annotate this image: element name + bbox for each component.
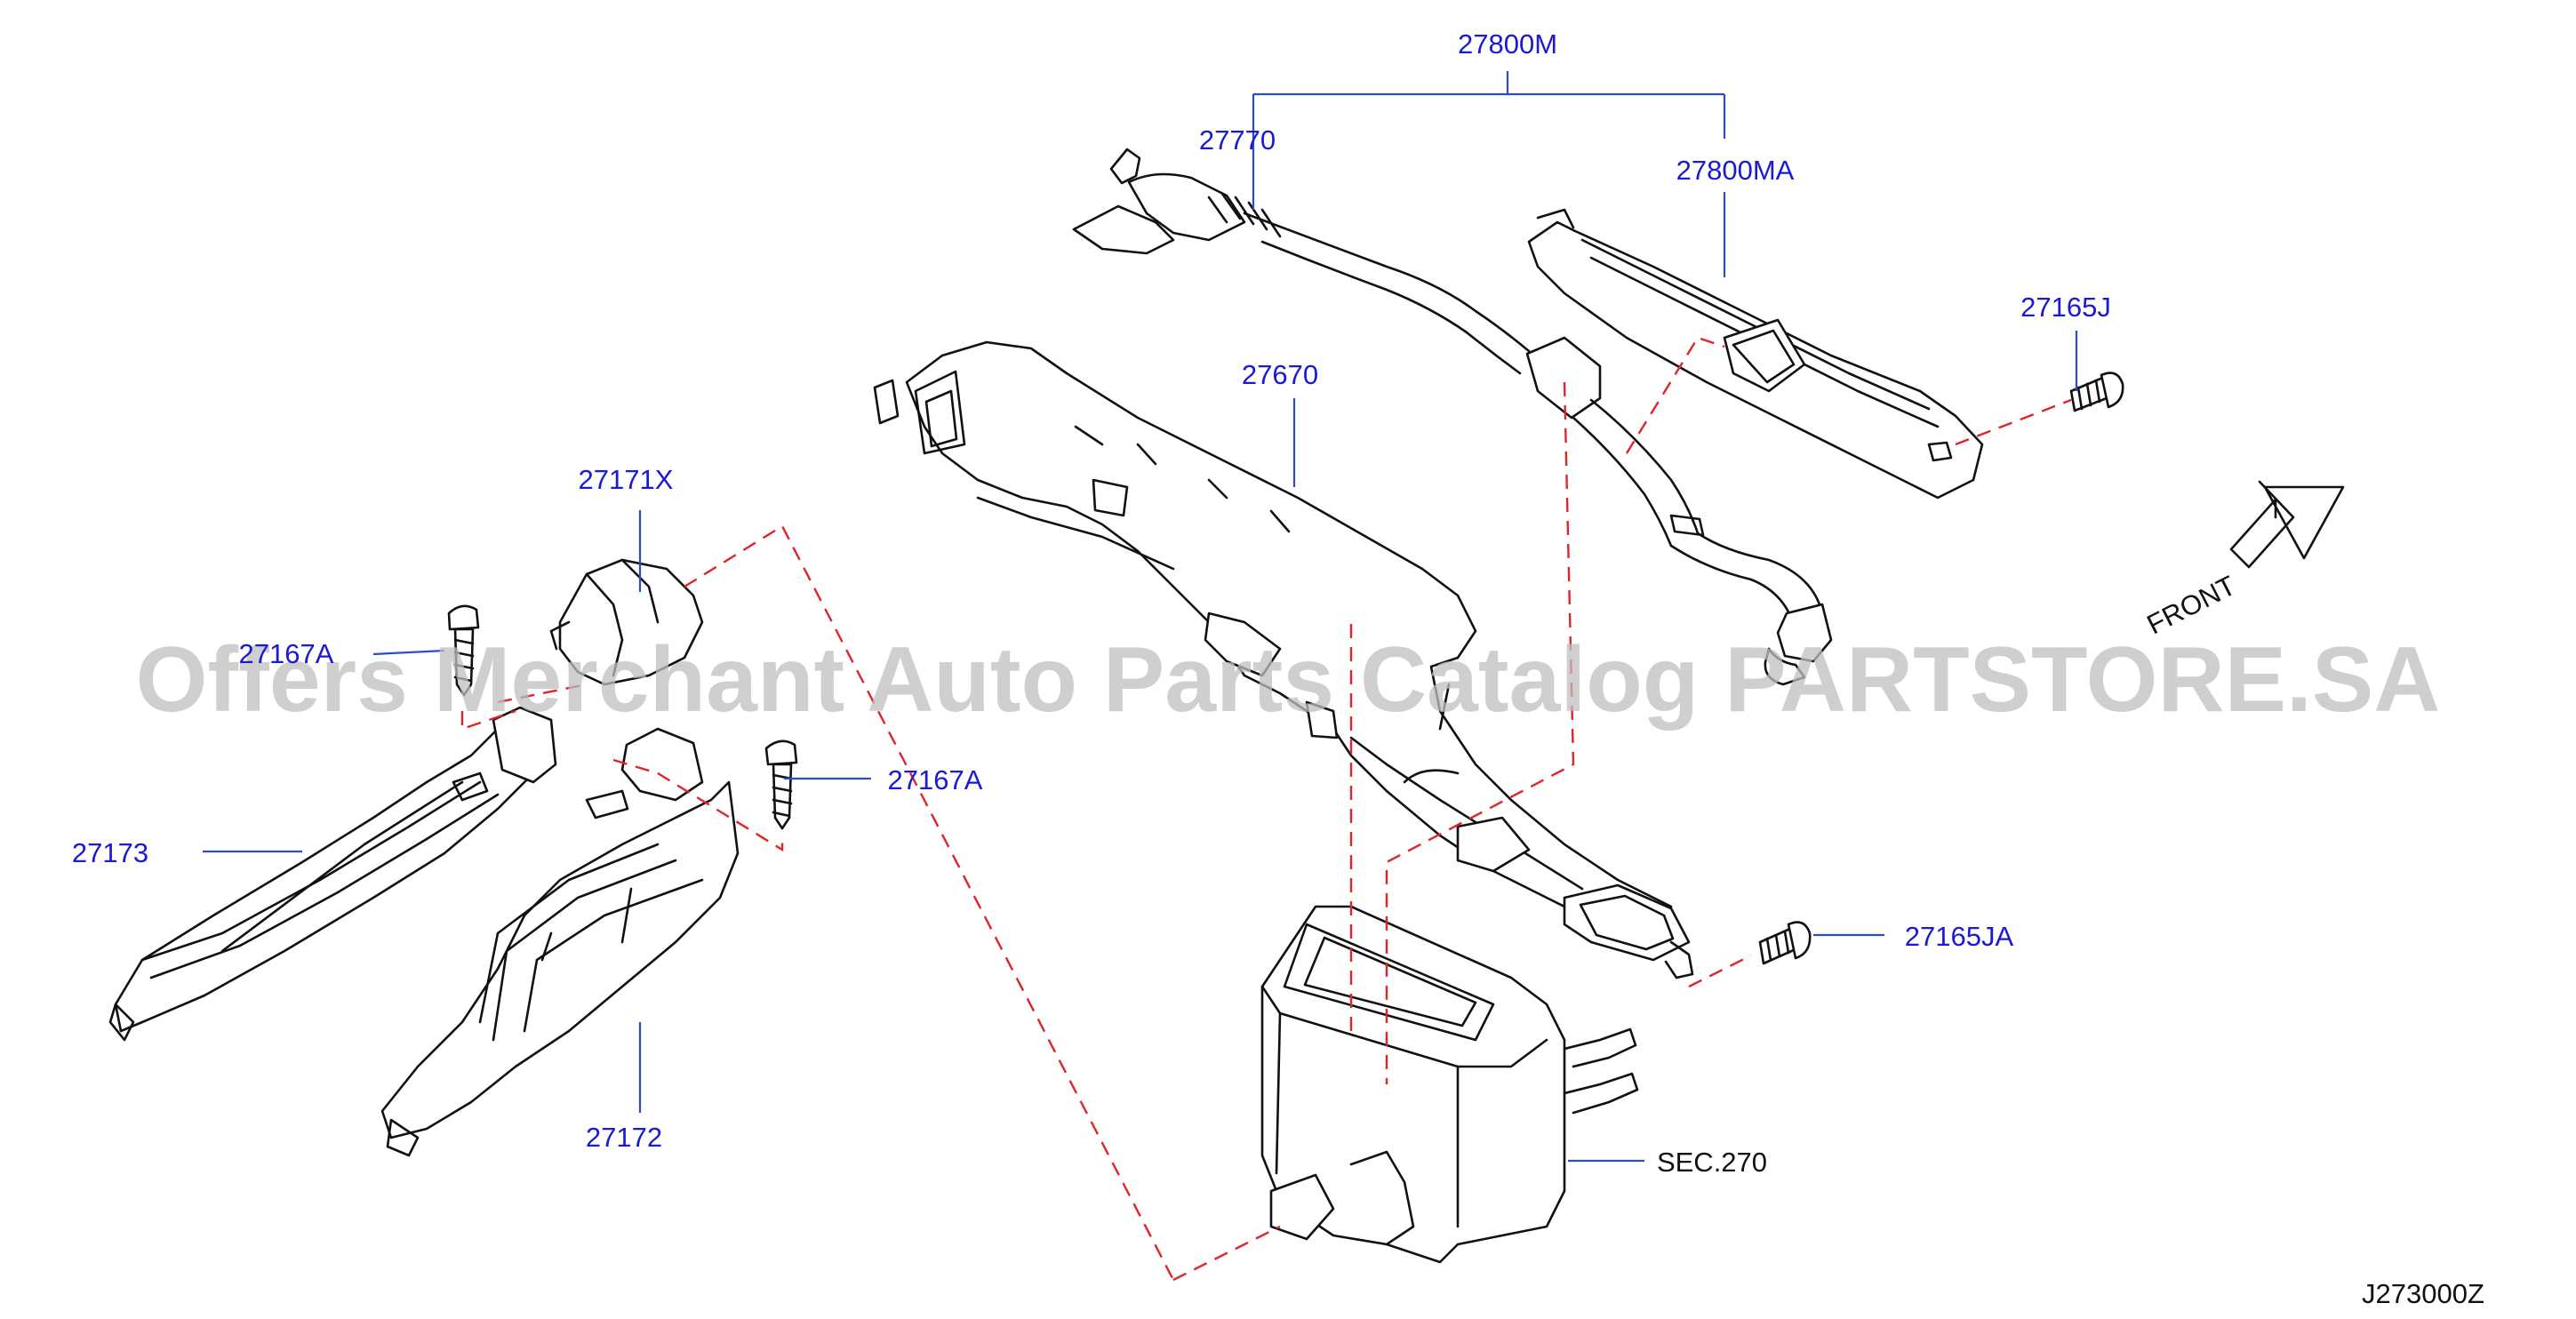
callout-27171X: 27171X xyxy=(579,464,674,495)
part-27670-drawing xyxy=(873,340,1694,979)
part-sec270-drawing xyxy=(1260,905,1639,1264)
screw-27167A-right-drawing xyxy=(764,739,798,830)
watermark-text: Offers Merchant Auto Parts Catalog PARTS… xyxy=(136,628,2441,731)
callout-27173: 27173 xyxy=(72,837,148,868)
callout-27172: 27172 xyxy=(586,1122,662,1153)
callout-27165JA: 27165JA xyxy=(1905,921,2014,952)
front-arrow-icon xyxy=(2229,480,2345,569)
callout-27800MA: 27800MA xyxy=(1676,155,1795,186)
callout-27167A-right: 27167A xyxy=(888,764,983,795)
part-27173-drawing xyxy=(108,706,557,1042)
clip-27165J-drawing xyxy=(2069,372,2124,412)
part-27770-drawing xyxy=(1072,148,1833,686)
callout-27670: 27670 xyxy=(1242,359,1318,390)
part-27172-drawing xyxy=(380,727,740,1157)
callout-sec270: SEC.270 xyxy=(1657,1147,1767,1178)
callout-27167A-left: 27167A xyxy=(239,638,334,669)
assembly-lines xyxy=(460,336,2072,1282)
callout-27165J: 27165J xyxy=(2020,292,2111,323)
callout-27770: 27770 xyxy=(1199,124,1276,156)
diagram-code: J273000Z xyxy=(2362,1278,2484,1309)
screw-27167A-left-drawing xyxy=(447,604,480,697)
callout-27800M: 27800M xyxy=(1458,28,1557,60)
part-27171X-drawing xyxy=(549,558,704,686)
leader-lines xyxy=(203,71,2078,1163)
clip-27165JA-drawing xyxy=(1758,921,1812,965)
part-27800MA-drawing xyxy=(1527,208,1984,500)
